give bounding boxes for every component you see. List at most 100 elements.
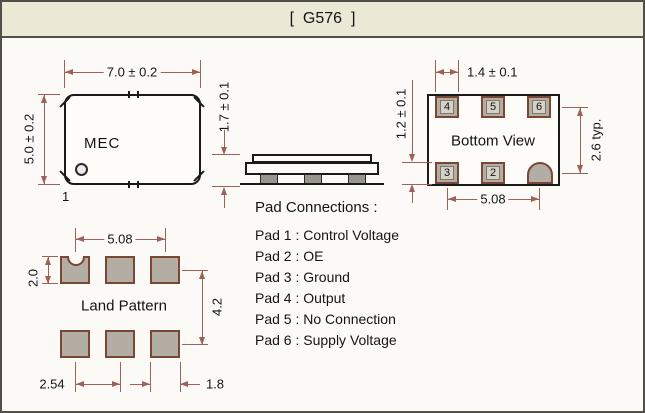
pad-3: 3 <box>435 162 459 184</box>
dim-arrow-icon <box>450 69 458 75</box>
edge-notch <box>128 181 130 188</box>
dim-arrow-icon <box>157 236 165 242</box>
dim-ext-line <box>120 362 121 392</box>
dim-ext-line <box>200 60 201 88</box>
pad-4: 4 <box>435 96 459 118</box>
bottom-view-label: Bottom View <box>451 132 535 150</box>
dim-line <box>130 384 150 385</box>
dim-ext-line <box>75 228 76 252</box>
pad-2: 2 <box>481 162 505 184</box>
dim-arrow-icon <box>436 69 444 75</box>
dim-land-pad-span: 5.08 <box>104 231 136 247</box>
dim-bottom-pad-width: 1.4 ± 0.1 <box>464 64 521 80</box>
dim-land-col-pitch: 2.54 <box>36 376 68 392</box>
dim-ext-line <box>212 154 240 155</box>
dim-ext-line <box>38 94 60 95</box>
side-view-baseline <box>240 183 384 185</box>
dim-ext-line <box>150 362 151 392</box>
dim-arrow-icon <box>448 196 456 202</box>
land-pad <box>105 256 135 284</box>
edge-notch <box>137 181 139 188</box>
pad-connection-item: Pad 3 : Ground <box>255 269 350 285</box>
pad-1-round <box>527 162 553 184</box>
pin1-notch <box>67 256 85 266</box>
land-pad <box>60 330 90 358</box>
dim-ext-line <box>435 60 436 92</box>
dim-ext-line <box>562 107 588 108</box>
dim-ext-line <box>402 184 432 185</box>
dim-arrow-icon <box>41 95 47 103</box>
dim-arrow-icon <box>41 176 47 184</box>
dim-line <box>436 72 458 73</box>
dim-top-view-width: 7.0 ± 0.2 <box>103 64 161 80</box>
dim-arrow-icon <box>577 165 583 173</box>
dim-arrow-icon <box>45 276 51 284</box>
pad-connection-item: Pad 5 : No Connection <box>255 311 396 327</box>
pad-3-label: 3 <box>439 166 455 180</box>
pad-5-label: 5 <box>485 100 501 114</box>
pad-6: 6 <box>527 96 551 118</box>
pad-connection-item: Pad 1 : Control Voltage <box>255 227 399 243</box>
dim-arrow-icon <box>199 271 205 279</box>
edge-notch <box>137 91 139 98</box>
dim-land-row-spacing: 4.2 <box>209 294 225 320</box>
dim-ext-line <box>539 188 540 210</box>
dim-line <box>48 257 49 283</box>
pad-6-label: 6 <box>531 100 547 114</box>
pad-2-label: 2 <box>485 166 501 180</box>
dim-ext-line <box>180 362 181 392</box>
dim-ext-line <box>75 362 76 392</box>
dim-arrow-icon <box>409 184 415 192</box>
dim-arrow-icon <box>409 154 415 162</box>
dim-ext-line <box>38 184 60 185</box>
pin1-label: 1 <box>62 189 70 204</box>
land-pad <box>150 256 180 284</box>
pad-5: 5 <box>481 96 505 118</box>
dim-top-view-height: 5.0 ± 0.2 <box>21 110 37 168</box>
dim-ext-line <box>212 186 240 187</box>
dim-line <box>44 95 45 184</box>
dim-arrow-icon <box>531 196 539 202</box>
dim-land-pad-width: 1.8 <box>202 376 228 392</box>
dim-line <box>412 80 413 155</box>
pad-connections-heading: Pad Connections : <box>255 199 378 216</box>
dim-side-view-height: 1.7 ± 0.1 <box>216 78 232 136</box>
dim-ext-line <box>182 344 208 345</box>
land-pad <box>150 330 180 358</box>
dim-arrow-icon <box>221 187 227 195</box>
pad-4-label: 4 <box>439 100 455 114</box>
dim-ext-line <box>64 60 65 88</box>
dim-arrow-icon <box>180 381 188 387</box>
dim-arrow-icon <box>221 147 227 155</box>
dim-arrow-icon <box>65 69 73 75</box>
dim-line <box>76 384 120 385</box>
dim-line <box>412 191 413 203</box>
dim-ext-line <box>182 270 208 271</box>
dim-bottom-row-spacing: 2.6 typ. <box>588 115 604 165</box>
dim-arrow-icon <box>76 236 84 242</box>
dim-line <box>580 108 581 173</box>
dim-line <box>224 194 225 208</box>
edge-notch <box>128 91 130 98</box>
title-bar: [ G576 ] <box>2 2 643 38</box>
dim-ext-line <box>42 256 58 257</box>
land-pad-1 <box>60 256 90 284</box>
dim-arrow-icon <box>577 108 583 116</box>
dim-ext-line <box>402 162 432 163</box>
page-title: [ G576 ] <box>289 10 356 27</box>
pad-connection-item: Pad 2 : OE <box>255 248 324 264</box>
pad-connection-item: Pad 6 : Supply Voltage <box>255 332 397 348</box>
pin1-marker-icon <box>75 163 88 176</box>
dim-arrow-icon <box>76 381 84 387</box>
dim-ext-line <box>165 228 166 252</box>
dim-land-pad-height: 2.0 <box>25 265 41 291</box>
dim-ext-line <box>458 60 459 92</box>
brand-label: MEC <box>84 135 121 152</box>
pad-connection-item: Pad 4 : Output <box>255 290 346 306</box>
dim-ext-line <box>562 173 588 174</box>
pad-connections: Pad Connections : Pad 1 : Control Voltag… <box>255 199 399 351</box>
dim-bottom-pad-height: 1.2 ± 0.1 <box>393 85 409 143</box>
dim-line <box>180 384 200 385</box>
dim-line <box>224 130 225 147</box>
